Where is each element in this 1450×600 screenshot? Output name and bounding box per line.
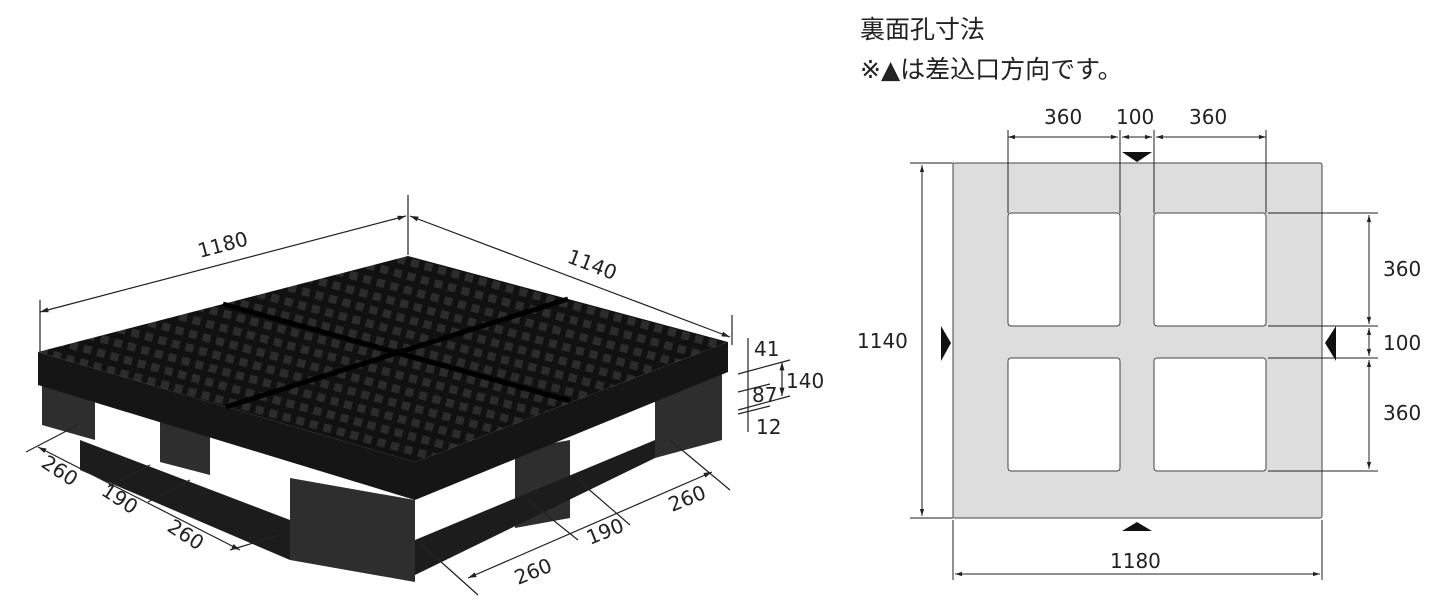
hole-top-right — [1153, 212, 1267, 327]
dim-width-1180: 1180 — [195, 226, 250, 262]
diagram-title: 裏面孔寸法 — [860, 15, 986, 44]
dim-top-360-b: 360 — [1189, 105, 1227, 129]
dim-top-100: 100 — [1116, 105, 1154, 129]
dim-depth-1140: 1140 — [857, 329, 908, 353]
dim-width-1180: 1180 — [1110, 549, 1161, 573]
iso-dimensions — [25, 195, 791, 596]
pallet-deck-side-right — [415, 342, 728, 500]
insertion-arrow-right-icon — [1325, 326, 1336, 361]
dim-height-87: 87 — [752, 383, 777, 407]
dim-front-260-b: 260 — [665, 480, 709, 517]
pallet-block-front — [290, 478, 415, 582]
hole-top-left — [1007, 212, 1121, 327]
bottom-view — [941, 152, 1336, 531]
dim-right-360-a: 360 — [1383, 257, 1421, 281]
pallet-deck-side-left — [38, 352, 415, 500]
hole-bottom-right — [1153, 357, 1267, 472]
insertion-arrow-left-icon — [941, 326, 951, 361]
bottom-view-dimensions — [910, 130, 1378, 580]
dim-front-190: 190 — [583, 513, 627, 550]
insertion-note: ※▲は差込口方向です。 — [860, 55, 1123, 84]
dim-left-260-a: 260 — [37, 450, 82, 491]
dim-right-360-b: 360 — [1383, 401, 1421, 425]
bottom-view-labels: 360 100 360 360 100 360 1140 1180 — [857, 105, 1421, 573]
dim-height-140: 140 — [786, 369, 824, 393]
insertion-arrow-top-icon — [1122, 152, 1152, 162]
dim-front-260-a: 260 — [511, 553, 555, 590]
dim-depth-1140: 1140 — [564, 244, 620, 285]
hole-bottom-left — [1007, 357, 1121, 472]
insertion-arrow-bottom-icon — [1122, 522, 1152, 531]
dim-top-360-a: 360 — [1044, 105, 1082, 129]
dim-right-100: 100 — [1383, 331, 1421, 355]
dim-height-41: 41 — [754, 337, 779, 361]
dim-height-12: 12 — [756, 415, 781, 439]
